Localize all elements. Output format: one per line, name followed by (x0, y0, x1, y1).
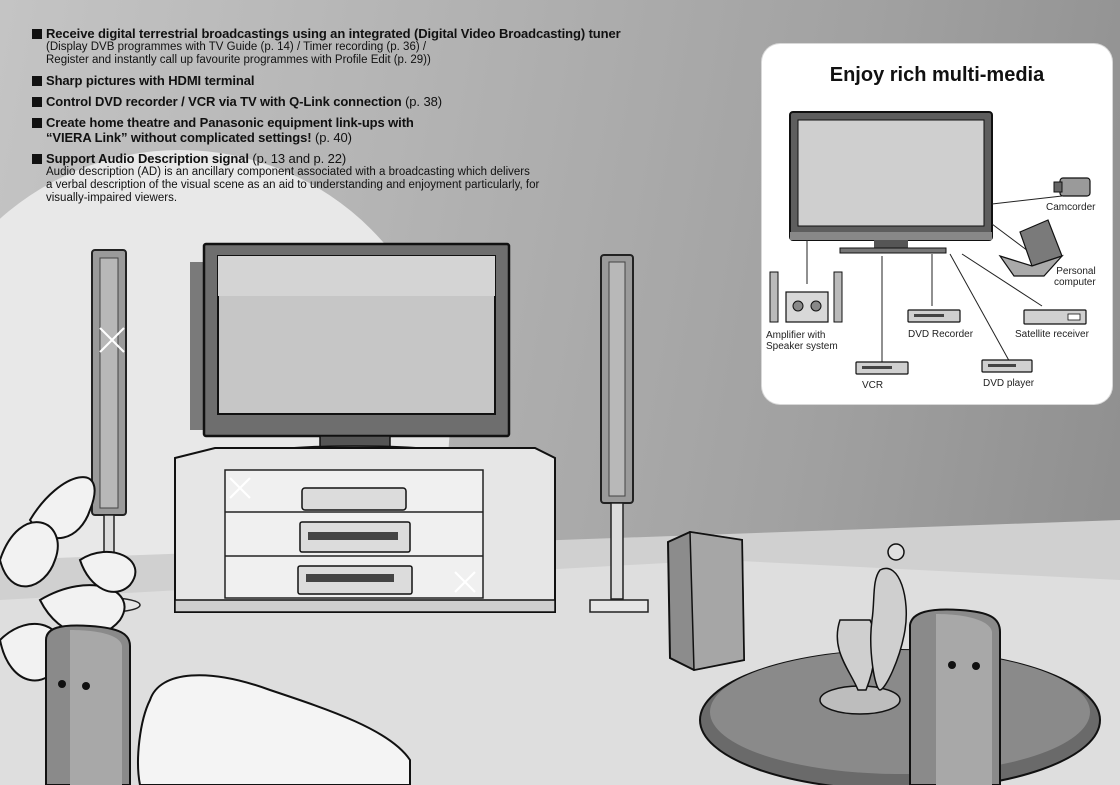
square-bullet-icon (32, 118, 42, 128)
feature-heading-text: Sharp pictures with HDMI terminal (46, 73, 255, 88)
label-satellite-receiver: Satellite receiver (1015, 329, 1089, 340)
plant (0, 476, 137, 682)
feature-heading: Sharp pictures with HDMI terminal (32, 73, 732, 88)
label-dvd-player: DVD player (983, 378, 1035, 389)
page-reference: (p. 13 and p. 22) (252, 151, 347, 166)
multimedia-panel: Enjoy rich multi-media (762, 44, 1112, 404)
connection-diagram (769, 111, 1091, 375)
feature-heading-text: Receive digital terrestrial broadcasting… (46, 26, 621, 41)
tv-stand (174, 447, 556, 613)
feature-heading-line: Support Audio Description signal (p. 13 … (32, 151, 732, 166)
feature-description-line: Audio description (AD) is an ancillary c… (46, 166, 530, 178)
panel-title: Enjoy rich multi-media (829, 64, 1045, 86)
right-tall-speaker (589, 254, 649, 613)
feature-item: Control DVD recorder / VCR via TV with Q… (32, 94, 732, 109)
square-bullet-icon (32, 97, 42, 107)
feature-heading: Receive digital terrestrial broadcasting… (32, 26, 732, 41)
label-personal-computer: Personal computer (1054, 266, 1096, 288)
feature-heading-line: “VIERA Link” without complicated setting… (32, 130, 732, 145)
feature-heading-line: Create home theatre and Panasonic equipm… (32, 115, 732, 130)
front-left-speaker (45, 624, 131, 785)
feature-heading: Control DVD recorder / VCR via TV with Q… (32, 94, 732, 109)
panel-tv-icon (789, 111, 993, 254)
camcorder-icon (1053, 177, 1091, 197)
square-bullet-icon (32, 154, 42, 164)
feature-item: Receive digital terrestrial broadcasting… (32, 26, 732, 67)
amplifier-icon (769, 271, 843, 323)
label-pc-line2: computer (1054, 277, 1096, 288)
feature-heading-line: Control DVD recorder / VCR via TV with Q… (32, 94, 732, 109)
sparkle-icon (99, 327, 476, 593)
front-right-speaker (909, 608, 1001, 785)
feature-heading-text: Support Audio Description signal (46, 151, 249, 166)
feature-heading-line: Receive digital terrestrial broadcasting… (32, 26, 732, 41)
feature-description-line: Register and instantly call up favourite… (46, 54, 431, 66)
label-pc-line1: Personal (1056, 266, 1096, 277)
feature-heading-text: Create home theatre and Panasonic equipm… (46, 115, 414, 130)
page-reference: (p. 40) (314, 130, 352, 145)
page-reference: (p. 38) (405, 94, 442, 109)
label-amplifier: Amplifier with Speaker system (766, 330, 838, 352)
label-amp-line2: Speaker system (766, 341, 838, 352)
main-tv (190, 242, 511, 459)
label-amp-line1: Amplifier with (766, 330, 826, 341)
vcr-icon (855, 361, 909, 375)
dvd-player-icon (981, 359, 1033, 373)
feature-heading-text: “VIERA Link” without complicated setting… (46, 130, 312, 145)
satellite-receiver-icon (1023, 309, 1087, 325)
subwoofer (666, 530, 746, 672)
label-vcr: VCR (862, 380, 884, 391)
square-bullet-icon (32, 29, 42, 39)
cushion (137, 674, 411, 785)
laptop-icon (998, 219, 1064, 277)
feature-item: Create home theatre and Panasonic equipm… (32, 115, 732, 145)
feature-list: Receive digital terrestrial broadcasting… (32, 26, 732, 211)
label-dvd-recorder: DVD Recorder (908, 329, 974, 340)
feature-heading: Support Audio Description signal (p. 13 … (32, 151, 732, 166)
square-bullet-icon (32, 76, 42, 86)
feature-description-line: visually-impaired viewers. (46, 192, 178, 204)
feature-description-line: (Display DVB programmes with TV Guide (p… (46, 41, 427, 53)
feature-item: Support Audio Description signal (p. 13 … (32, 151, 732, 205)
feature-heading-line: Sharp pictures with HDMI terminal (32, 73, 732, 88)
feature-description-line: a verbal description of the visual scene… (46, 179, 540, 191)
dvd-recorder-icon (907, 309, 961, 323)
feature-heading: Create home theatre and Panasonic equipm… (32, 115, 732, 145)
feature-heading-text: Control DVD recorder / VCR via TV with Q… (46, 94, 402, 109)
feature-item: Sharp pictures with HDMI terminal (32, 73, 732, 88)
label-camcorder: Camcorder (1046, 202, 1096, 213)
